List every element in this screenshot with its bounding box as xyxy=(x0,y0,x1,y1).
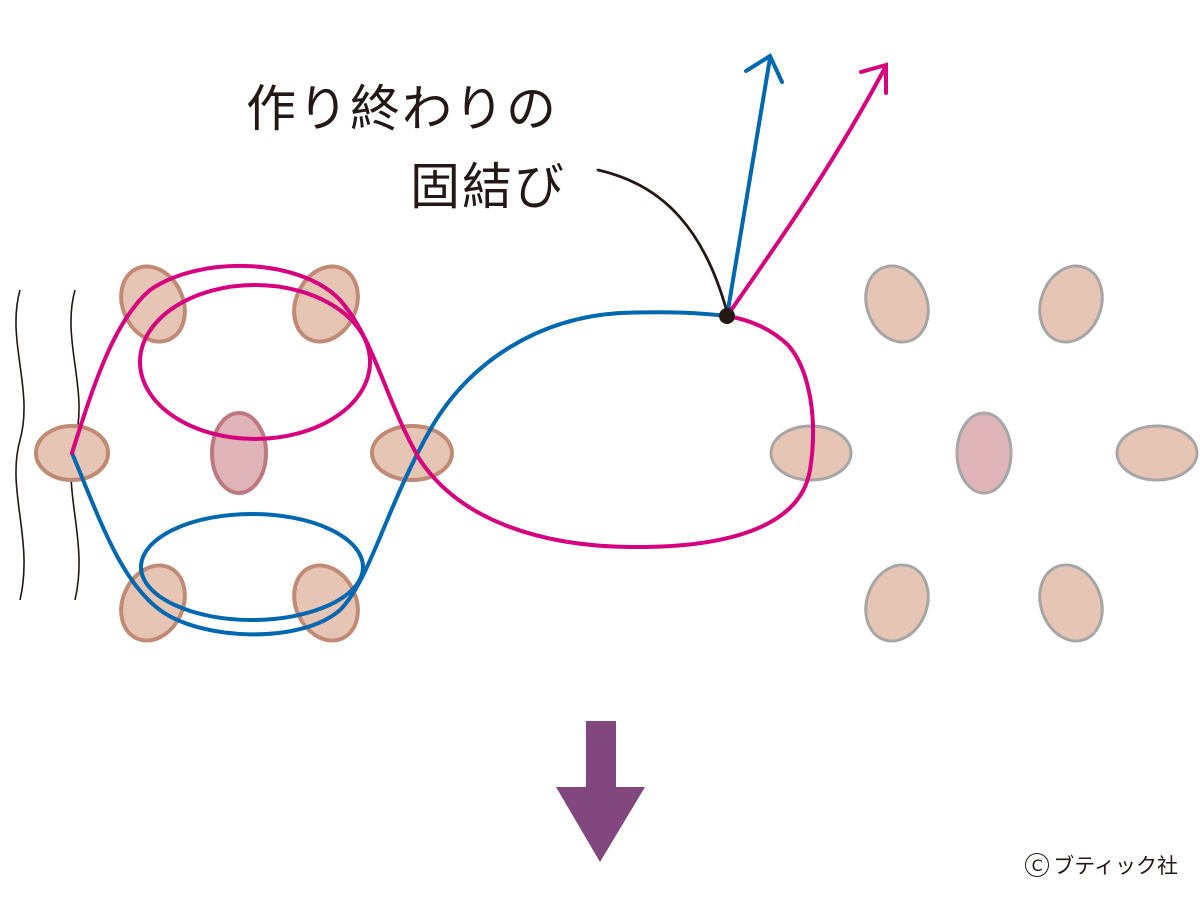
knot-leader-line xyxy=(596,168,729,314)
bead-right-top-left xyxy=(864,264,930,344)
blue-thread-inner-loop xyxy=(139,512,365,622)
copyright-symbol-icon: C xyxy=(1025,853,1050,877)
annotation-label-line2: 固結び xyxy=(410,158,566,216)
blue-thread-outer-path xyxy=(70,310,729,637)
pink-arrowhead-icon xyxy=(859,62,888,95)
bead-left-top-left xyxy=(119,264,187,344)
right-flower xyxy=(769,264,1199,643)
pink-thread-outer-path xyxy=(70,263,816,550)
bead-left-bottom-right xyxy=(292,563,360,643)
bead-right-bottom-right xyxy=(1038,563,1104,643)
bead-left-center xyxy=(210,411,268,495)
bead-right-bottom-left xyxy=(864,563,930,643)
knot-dot-icon xyxy=(719,308,735,324)
down-arrow-icon xyxy=(556,721,645,862)
pink-thread-inner-loop xyxy=(138,283,372,441)
annotation-label-line1: 作り終わりの xyxy=(246,80,558,138)
blue-thread xyxy=(70,53,784,637)
down-arrow-shaft xyxy=(586,721,616,791)
copyright-credit: C ブティック社 xyxy=(1025,850,1178,880)
down-arrow-head xyxy=(556,787,645,862)
wavy-thread-1 xyxy=(15,289,25,601)
bead-left-right-edge xyxy=(370,424,454,482)
pink-thread-tail xyxy=(725,66,887,318)
bead-left-top-right xyxy=(292,264,360,344)
blue-arrowhead-icon xyxy=(744,53,784,84)
blue-thread-tail xyxy=(725,56,772,318)
bead-right-top-right xyxy=(1038,264,1104,344)
pink-thread xyxy=(70,62,888,550)
bead-right-right-edge xyxy=(1115,424,1199,482)
bead-right-center xyxy=(955,411,1013,495)
publisher-name: ブティック社 xyxy=(1053,854,1178,878)
left-flower xyxy=(34,264,454,643)
